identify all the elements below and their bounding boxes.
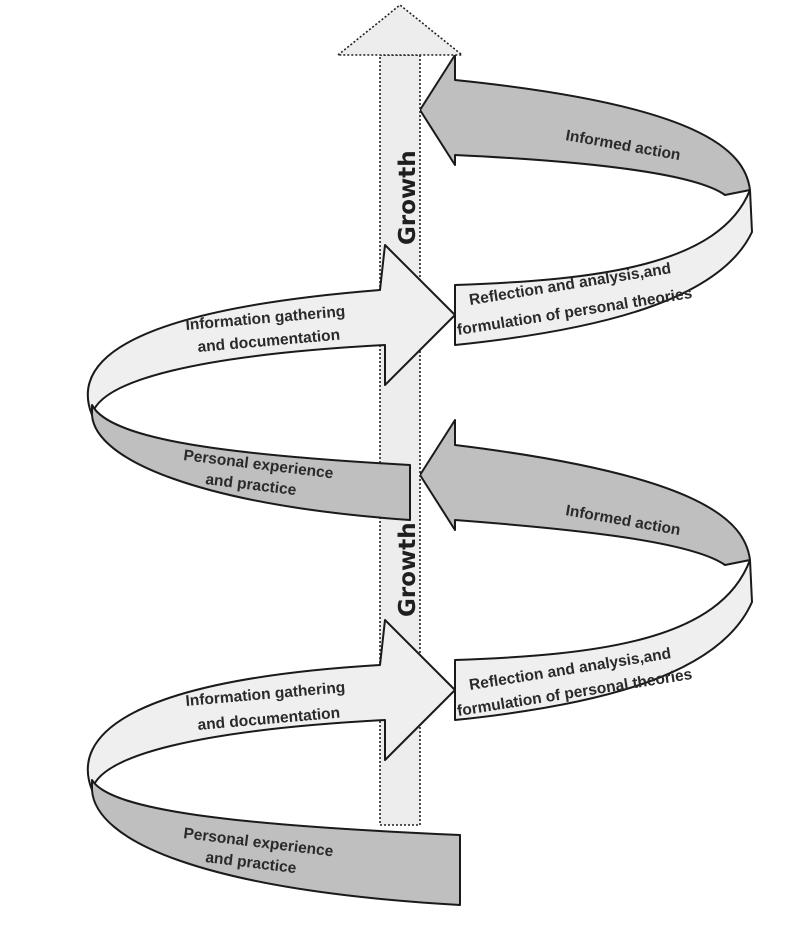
- growth-label-upper: Growth: [395, 150, 421, 245]
- information-band-upper: [86, 244, 456, 416]
- informed-action-band-upper: [419, 54, 751, 196]
- reflection-band-upper: [454, 189, 753, 346]
- growth-axis-arrowhead: [335, 3, 465, 56]
- information-band-lower: [86, 619, 456, 791]
- growth-label-lower: Growth: [395, 522, 421, 617]
- experience-band-lower: [91, 779, 461, 906]
- experience-band-upper: [91, 404, 411, 521]
- reflection-band-lower: [454, 559, 753, 721]
- informed-action-band-lower: [419, 419, 751, 566]
